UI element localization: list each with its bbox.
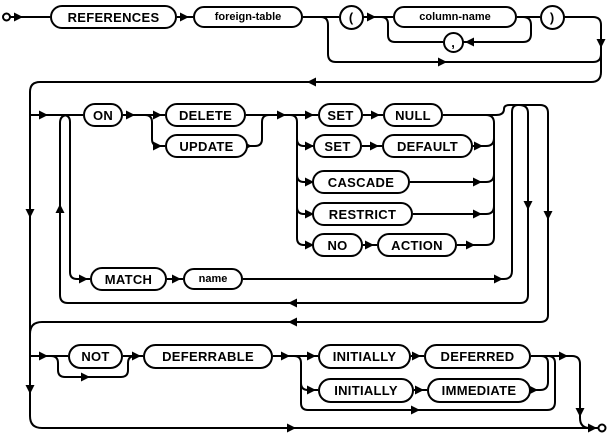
node-deferred: DEFERRED [424, 344, 531, 369]
node-no: NO [312, 233, 363, 257]
node-immediate: IMMEDIATE [427, 378, 531, 403]
node-deferrable: DEFERRABLE [143, 344, 273, 369]
node-close-paren: ) [539, 4, 565, 30]
node-not: NOT [68, 344, 123, 369]
node-match: MATCH [90, 267, 167, 291]
node-references: REFERENCES [50, 5, 177, 29]
node-open-paren: ( [338, 4, 364, 30]
node-initially-deferred-initially: INITIALLY [318, 344, 411, 369]
node-action: ACTION [377, 233, 457, 257]
node-comma: , [442, 31, 464, 53]
node-restrict: RESTRICT [312, 202, 413, 226]
node-default: DEFAULT [382, 134, 473, 158]
terminals [2, 12, 607, 433]
arrowheads [14, 12, 606, 433]
node-set-default-set: SET [313, 134, 362, 158]
start-terminal [2, 12, 11, 22]
node-on: ON [83, 103, 123, 127]
node-foreign-table: foreign-table [193, 6, 303, 28]
node-column-name: column-name [393, 6, 517, 28]
node-delete: DELETE [165, 103, 246, 127]
node-name: name [183, 268, 243, 290]
node-cascade: CASCADE [312, 170, 410, 194]
node-update: UPDATE [165, 134, 248, 158]
node-set-null-set: SET [318, 103, 363, 127]
node-null: NULL [383, 103, 443, 127]
node-initially-immediate-initially: INITIALLY [318, 378, 414, 403]
end-terminal [597, 423, 607, 433]
